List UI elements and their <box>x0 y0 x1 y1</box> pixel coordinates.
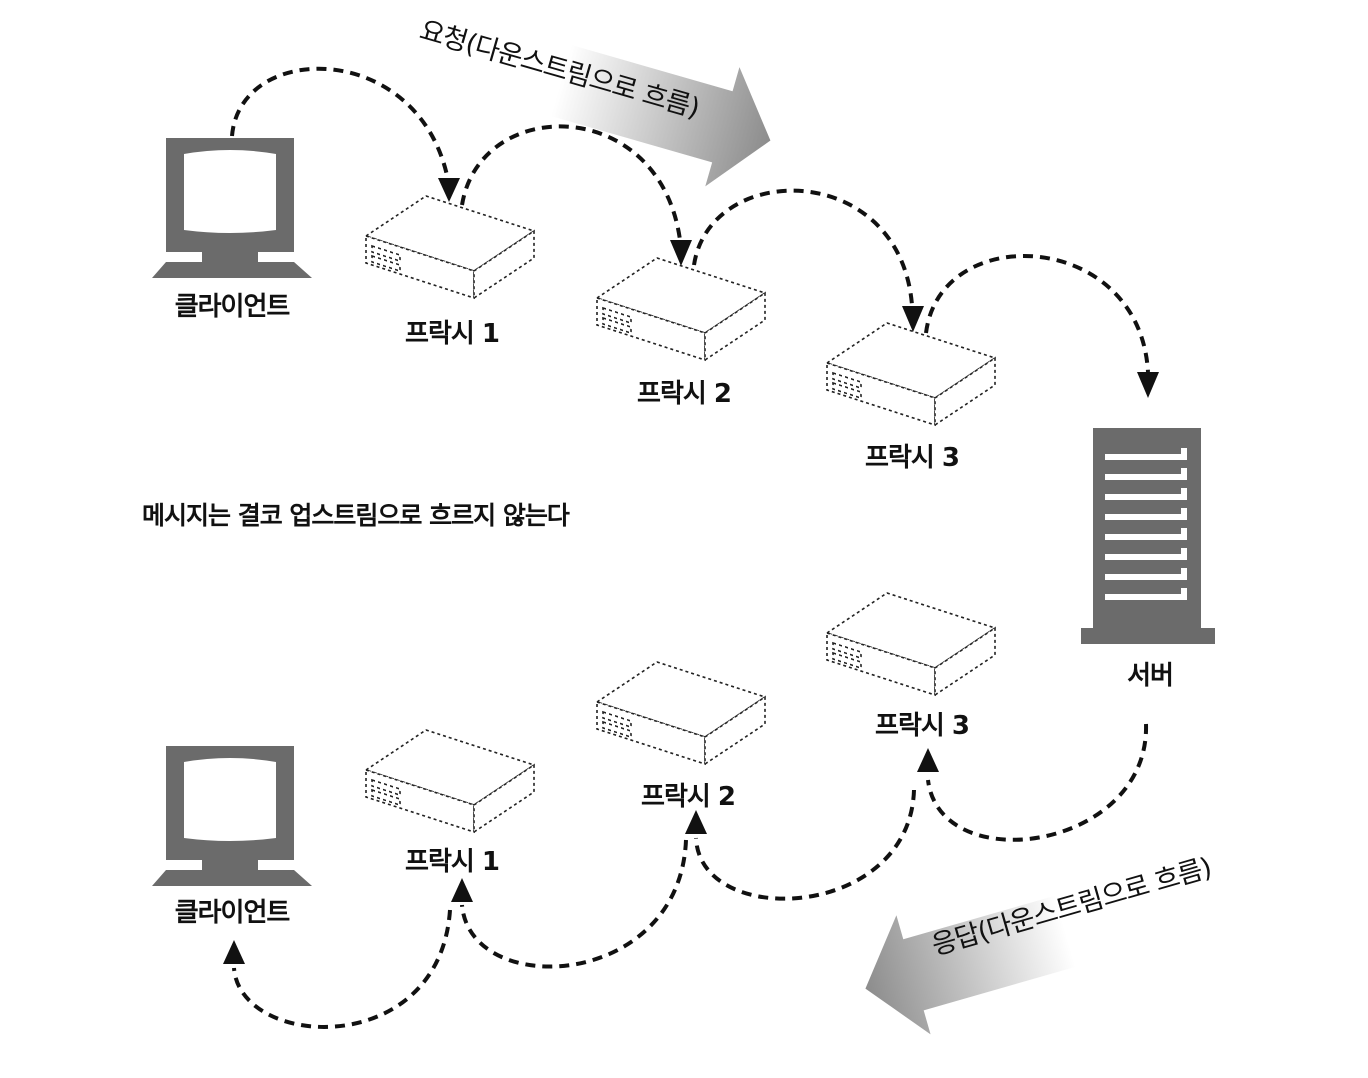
client-bottom-label: 클라이언트 <box>175 898 291 928</box>
proxy-2-bottom-label: 프락시 2 <box>641 782 735 812</box>
proxy-3-top-icon <box>826 322 996 426</box>
response-flow-arrow <box>865 864 1184 1035</box>
client-bottom-icon <box>152 746 312 886</box>
request-flow-arrow <box>438 12 771 187</box>
proxy-2-top-label: 프락시 2 <box>637 379 731 409</box>
server-label: 서버 <box>1127 661 1173 691</box>
proxy-1-bottom-label: 프락시 1 <box>405 847 499 877</box>
server-icon <box>1081 428 1215 644</box>
response-arrowhead-proxy1 <box>451 878 473 902</box>
proxy-3-bottom-icon <box>826 592 996 696</box>
request-arrowhead-proxy2 <box>670 240 692 266</box>
request-arc-client-proxy1 <box>230 66 450 181</box>
request-arrowhead-proxy3 <box>902 306 924 332</box>
proxy-2-bottom-icon <box>596 661 766 765</box>
proxy-1-bottom-icon <box>365 729 535 833</box>
response-arc-server-proxy3 <box>926 723 1149 842</box>
request-arc-proxy3-server <box>924 253 1150 373</box>
response-arc-proxy1-client <box>232 909 452 1029</box>
response-arrowhead-proxy2 <box>685 810 707 834</box>
request-arrowhead-server <box>1137 372 1159 398</box>
proxy-1-top-label: 프락시 1 <box>405 319 499 349</box>
client-top-icon <box>152 138 312 278</box>
response-arc-proxy3-proxy2 <box>694 789 916 901</box>
response-arrowhead-proxy3 <box>917 748 939 772</box>
request-arc-proxy2-proxy3 <box>692 188 914 306</box>
response-arrowhead-client <box>223 940 245 964</box>
client-top-label: 클라이언트 <box>175 292 291 322</box>
caption-no-upstream: 메시지는 결코 업스트림으로 흐르지 않는다 <box>142 501 570 530</box>
proxy-1-top-icon <box>365 195 535 299</box>
proxy-3-top-label: 프락시 3 <box>865 443 959 473</box>
response-arc-proxy2-proxy1 <box>460 839 688 969</box>
request-arrowhead-proxy1 <box>438 178 460 202</box>
proxy-3-bottom-label: 프락시 3 <box>875 711 969 741</box>
proxy-2-top-icon <box>596 257 766 361</box>
request-arc-proxy1-proxy2 <box>460 124 682 241</box>
